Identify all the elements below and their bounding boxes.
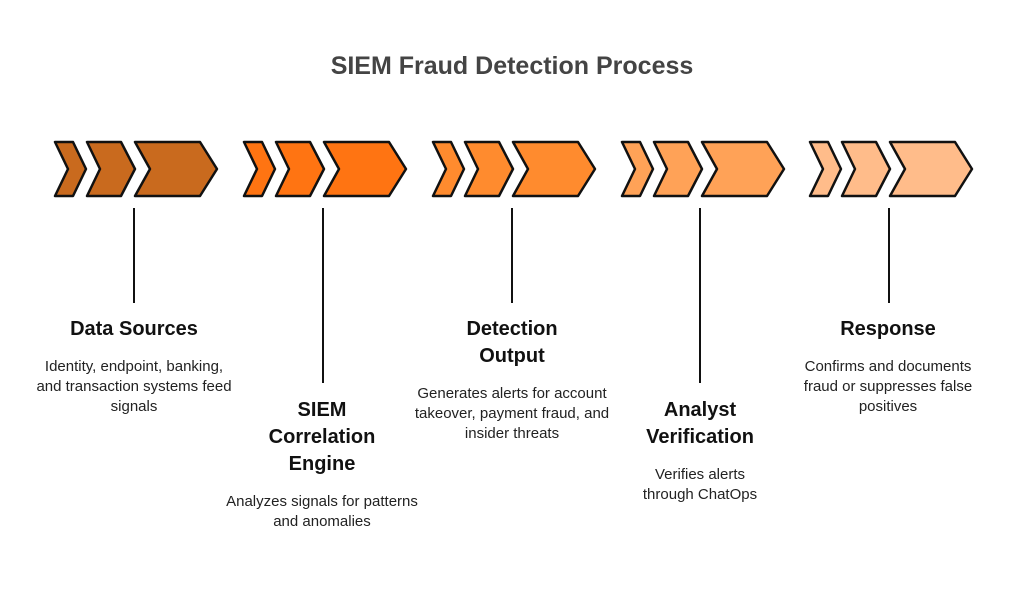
step-4-description: Verifies alerts through ChatOps (642, 466, 758, 503)
step-3-chevron-small (431, 140, 466, 198)
step-1-chevron-small (53, 140, 88, 198)
step-1-connector (133, 208, 135, 303)
step-2-chevron-small (242, 140, 277, 198)
step-4-chevron-medium (652, 140, 704, 198)
step-2-chevron-large (322, 140, 408, 198)
step-3-chevron-medium (463, 140, 515, 198)
step-4-chevrons (620, 140, 786, 198)
step-2-description: Analyzes signals for patterns and anomal… (226, 493, 418, 530)
step-5-connector (888, 208, 890, 303)
step-1-chevrons (53, 140, 219, 198)
diagram-title: SIEM Fraud Detection Process (330, 52, 694, 80)
step-5-chevron-large (888, 140, 974, 198)
step-4-label: Analyst Verification (646, 399, 754, 448)
step-3-label: Detection Output (466, 318, 558, 367)
step-3-connector (511, 208, 513, 303)
step-2-chevron-medium (274, 140, 326, 198)
step-5-label: Response (840, 318, 936, 340)
step-1-description: Identity, endpoint, banking, and transac… (36, 358, 232, 415)
step-2-label: SIEM Correlation Engine (268, 399, 376, 475)
step-1-chevron-large (133, 140, 219, 198)
step-4-chevron-small (620, 140, 655, 198)
step-4-connector (699, 208, 701, 383)
step-2-chevrons (242, 140, 408, 198)
step-1-chevron-medium (85, 140, 137, 198)
step-5-chevron-medium (840, 140, 892, 198)
step-2-connector (322, 208, 324, 383)
step-3-chevron-large (511, 140, 597, 198)
step-4-chevron-large (700, 140, 786, 198)
step-3-chevrons (431, 140, 597, 198)
step-5-chevron-small (808, 140, 843, 198)
step-5-description: Confirms and documents fraud or suppress… (803, 358, 973, 415)
step-3-description: Generates alerts for account takeover, p… (414, 385, 610, 442)
step-1-label: Data Sources (70, 318, 198, 340)
step-5-chevrons (808, 140, 974, 198)
